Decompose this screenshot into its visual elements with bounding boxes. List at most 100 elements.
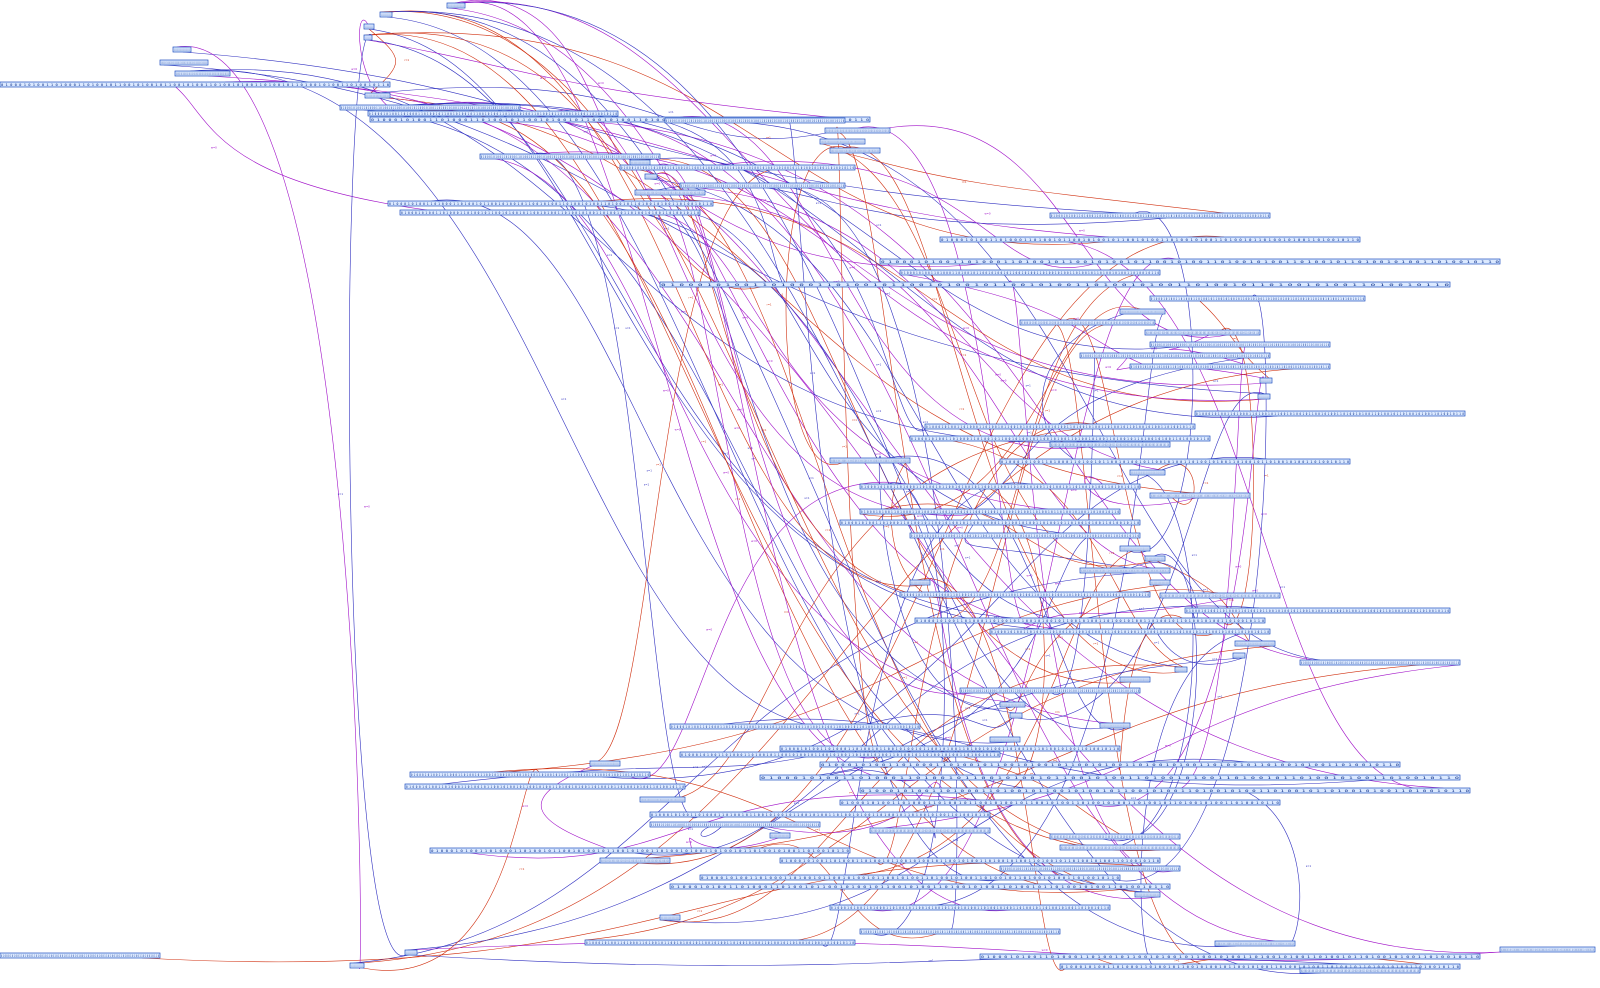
state-node: 0 1 0 0 0 1 0 1 0 0 1 1 0 1 0 0 0 1 1 0 …: [909, 532, 1141, 539]
transition-edge: [349, 34, 406, 956]
state-node: 0 1 0 0 0 1 0 1 0 0 1 1 0 1 0 0 0 1 1 0 …: [599, 857, 671, 864]
state-node-label: 0 1 0 0 0 1 0 1 0 0 1 1 0 1 0 0 0 1 1 0 …: [781, 747, 1119, 751]
state-node-label: 0 1 0 0 0 1 0 1 0 0 1 1 0 1 0 0 0 1 1 0 …: [1011, 714, 1021, 718]
state-node-label: 0 1 0 0 0 1 0 1 0 0 1 1 0 1 0 0 0 1 1 0 …: [1151, 297, 1364, 301]
transition-edge-label: s=1: [614, 326, 620, 330]
transition-edge-label: r=1: [1229, 598, 1234, 602]
state-node-box: [1049, 441, 1171, 448]
state-node-label: 0 1 0 0 0 1 0 1 0 0 1 1 0 1 0 0 0 1 1 0 …: [901, 593, 1149, 597]
state-node-label: 0 1 0 0 0 1 0 1 0 0 1 1 0 1 0 0 0 1 1 0 …: [761, 776, 1459, 780]
state-node-box: [367, 110, 619, 117]
state-node-label: 0 1 0 0 0 1 0 1 0 0 1 1 0 1 0 0 0 1 1 0 …: [1131, 365, 1329, 369]
state-node: 0 1 0 0 0 1 0 1 0 0 1 1 0 1 0 0 0 1 1 0 …: [634, 189, 706, 196]
transition-edge: [175, 86, 428, 211]
state-node: 0 1 0 0 0 1 0 1 0 0 1 1 0 1 0 0 0 1 1 0 …: [899, 269, 1161, 276]
state-node: 0 1 0 0 0 1 0 1 0 0 1 1 0 1 0 0 0 1 1 0 …: [819, 138, 866, 145]
state-node: 0 1 0 0 0 1 0 1 0 0 1 1 0 1 0 0 0 1 1 0 …: [0, 81, 391, 88]
transition-edge-label: r=1: [697, 909, 702, 913]
transition-edge-label: w=0: [737, 408, 743, 412]
state-node-box: [999, 701, 1026, 708]
state-node: 0 1 0 0 0 1 0 1 0 0 1 1 0 1 0 0 0 1 1 0 …: [584, 939, 856, 946]
state-node-label: 0 1 0 0 0 1 0 1 0 0 1 1 0 1 0 0 0 1 1 0 …: [831, 906, 1109, 910]
state-node: 0 1 0 0 0 1 0 1 0 0 1 1 0 1 0 0 0 1 1 0 …: [979, 953, 1481, 960]
transition-edge-label: s=1: [1203, 588, 1209, 592]
state-node-box: [909, 579, 931, 586]
transition-edge-label: r=1: [762, 428, 767, 432]
state-node: 0 1 0 0 0 1 0 1 0 0 1 1 0 1 0 0 0 1 1 0 …: [669, 883, 1171, 890]
transition-edge: [786, 117, 999, 881]
state-node-label: 0 1 0 0 0 1 0 1 0 0 1 1 0 1 0 0 0 1 1 0 …: [1061, 846, 1179, 850]
transition-edge-label: w=0: [985, 212, 991, 216]
state-node-label: 0 1 0 0 0 1 0 1 0 0 1 1 0 1 0 0 0 1 1 0 …: [1061, 965, 1459, 969]
state-node-label: 0 1 0 0 0 1 0 1 0 0 1 1 0 1 0 0 0 1 1 0 …: [411, 773, 649, 777]
state-node: 0 1 0 0 0 1 0 1 0 0 1 1 0 1 0 0 0 1 1 0 …: [679, 751, 1001, 758]
transition-edge: [378, 87, 827, 139]
transition-edge-label: r=1: [767, 303, 772, 307]
state-node: 0 1 0 0 0 1 0 1 0 0 1 1 0 1 0 0 0 1 1 0 …: [669, 723, 921, 730]
transition-edge-label: w=0: [1026, 574, 1032, 578]
state-node-label: 0 1 0 0 0 1 0 1 0 0 1 1 0 1 0 0 0 1 1 0 …: [1051, 214, 1269, 218]
transition-edge: [455, 1, 1264, 401]
state-node-box: [1019, 319, 1156, 326]
state-node: 0 1 0 0 0 1 0 1 0 0 1 1 0 1 0 0 0 1 1 0 …: [349, 962, 365, 969]
state-node-box: [1119, 545, 1151, 552]
transition-edge: [380, 11, 1156, 851]
state-node-label: 0 1 0 0 0 1 0 1 0 0 1 1 0 1 0 0 0 1 1 0 …: [981, 955, 1479, 959]
state-node-label: 0 1 0 0 0 1 0 1 0 0 1 1 0 1 0 0 0 1 1 0 …: [1, 83, 389, 87]
transition-edge: [1084, 476, 1197, 506]
transition-edge-label: s=1: [1027, 431, 1033, 435]
state-node-label: 0 1 0 0 0 1 0 1 0 0 1 1 0 1 0 0 0 1 1 0 …: [991, 738, 1019, 742]
state-node: 0 1 0 0 0 1 0 1 0 0 1 1 0 1 0 0 0 1 1 0 …: [829, 457, 911, 464]
state-node-box: [584, 939, 856, 946]
state-node-label: 0 1 0 0 0 1 0 1 0 0 1 1 0 1 0 0 0 1 1 0 …: [821, 140, 864, 144]
state-node-label: 0 1 0 0 0 1 0 1 0 0 1 1 0 1 0 0 0 1 1 0 …: [389, 202, 712, 206]
state-node-box: [999, 865, 1181, 872]
transition-edge: [431, 199, 1015, 744]
transition-edge-label: r=1: [404, 58, 409, 62]
transition-edge-label: w=0: [834, 280, 840, 284]
transition-edge-label: r=1: [884, 525, 889, 529]
transition-edge: [717, 160, 1094, 269]
transition-edge: [785, 146, 847, 465]
state-node-box: [1214, 940, 1296, 947]
state-node-box: [859, 928, 1061, 935]
transition-edge-label: s=1: [876, 409, 882, 413]
state-node-label: 0 1 0 0 0 1 0 1 0 0 1 1 0 1 0 0 0 1 1 0 …: [901, 271, 1159, 275]
state-node: 0 1 0 0 0 1 0 1 0 0 1 1 0 1 0 0 0 1 1 0 …: [479, 153, 661, 160]
transition-edge-label: w=0: [760, 198, 766, 202]
state-node: 0 1 0 0 0 1 0 1 0 0 1 1 0 1 0 0 0 1 1 0 …: [1119, 545, 1151, 552]
transition-edge: [371, 34, 1160, 851]
transition-edge: [767, 782, 942, 833]
state-node-box: [1184, 607, 1451, 614]
state-node-box: [679, 182, 846, 189]
transition-edge-label: s=1: [1131, 796, 1137, 800]
state-node-label: 0 1 0 0 0 1 0 1 0 0 1 1 0 1 0 0 0 1 1 0 …: [1, 954, 159, 958]
state-node-box: [159, 59, 209, 66]
state-node-label: 0 1 0 0 0 1 0 1 0 0 1 1 0 1 0 0 0 1 1 0 …: [926, 425, 1194, 429]
state-node-box: [1149, 341, 1331, 348]
transition-edge-label: s=1: [693, 765, 699, 769]
state-node-label: 0 1 0 0 0 1 0 1 0 0 1 1 0 1 0 0 0 1 1 0 …: [366, 94, 389, 98]
state-node-label: 0 1 0 0 0 1 0 1 0 0 1 1 0 1 0 0 0 1 1 0 …: [781, 859, 1159, 863]
transition-edge: [1005, 589, 1218, 711]
transition-edge-label: w=0: [654, 182, 660, 186]
state-node-label: 0 1 0 0 0 1 0 1 0 0 1 1 0 1 0 0 0 1 1 0 …: [661, 283, 1449, 287]
transition-edge-label: s=1: [876, 580, 882, 584]
transition-edge-label: r=1: [1093, 642, 1098, 646]
state-node-label: 0 1 0 0 0 1 0 1 0 0 1 1 0 1 0 0 0 1 1 0 …: [911, 437, 1209, 441]
state-node-label: 0 1 0 0 0 1 0 1 0 0 1 1 0 1 0 0 0 1 1 0 …: [661, 916, 679, 920]
state-node-label: 0 1 0 0 0 1 0 1 0 0 1 1 0 1 0 0 0 1 1 0 …: [841, 521, 1139, 525]
transition-edge: [1116, 357, 1263, 379]
state-node-box: [404, 949, 418, 956]
transition-edge: [176, 46, 361, 969]
state-node: 0 1 0 0 0 1 0 1 0 0 1 1 0 1 0 0 0 1 1 0 …: [1299, 967, 1421, 974]
state-node: 0 1 0 0 0 1 0 1 0 0 1 1 0 1 0 0 0 1 1 0 …: [899, 591, 1151, 598]
state-node-label: 0 1 0 0 0 1 0 1 0 0 1 1 0 1 0 0 0 1 1 0 …: [1021, 321, 1154, 325]
state-node-box: [1257, 393, 1271, 400]
transition-edge-label: s=1: [876, 223, 882, 227]
state-node-box: [909, 435, 1211, 442]
state-node: 0 1 0 0 0 1 0 1 0 0 1 1 0 1 0 0 0 1 1 0 …: [1149, 492, 1251, 499]
transition-edge-label: s=1: [752, 457, 758, 461]
state-node-label: 0 1 0 0 0 1 0 1 0 0 1 1 0 1 0 0 0 1 1 0 …: [1081, 569, 1169, 573]
transition-edge-label: s=1: [583, 130, 589, 134]
